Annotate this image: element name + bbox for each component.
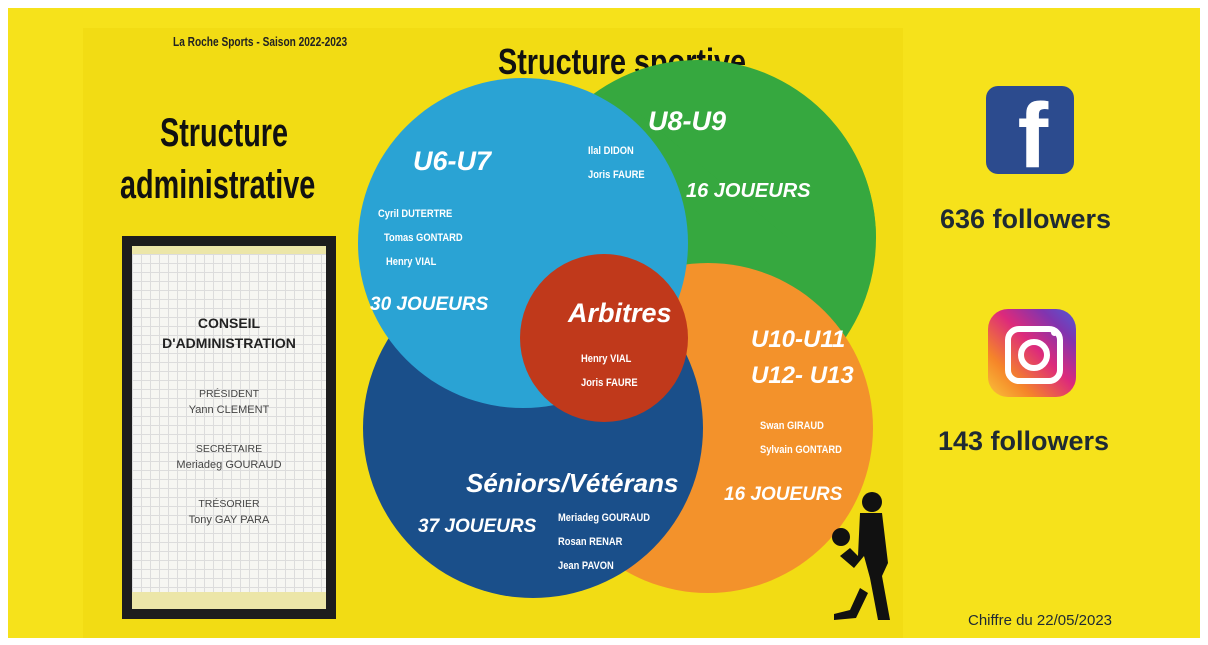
u10-u13-label-line2: U12- U13 <box>751 362 854 389</box>
season-subtitle: La Roche Sports - Saison 2022-2023 <box>173 34 348 49</box>
u6-u7-players: 30 JOUEURS <box>370 294 489 315</box>
admin-structure-title-line2: administrative <box>120 163 316 207</box>
sport-structure-diagram <box>358 60 890 620</box>
seniors-coach: Meriadeg GOURAUD <box>558 512 650 524</box>
facebook-icon[interactable] <box>986 86 1074 174</box>
u8-u9-players: 16 JOUEURS <box>686 180 811 202</box>
instagram-lens <box>1018 339 1050 371</box>
u8-u9-coach: Ilal DIDON <box>588 145 634 157</box>
u10-u13-players: 16 JOUEURS <box>724 484 843 505</box>
board-heading-line1: CONSEIL <box>197 315 261 331</box>
arbitres-member: Joris FAURE <box>581 377 638 389</box>
u8-u9-label: U8-U9 <box>648 106 727 136</box>
arbitres-member: Henry VIAL <box>581 353 632 365</box>
board-role-title: TRÉSORIER <box>198 498 260 510</box>
u8-u9-coach: Joris FAURE <box>588 169 645 181</box>
board-role-name: Tony GAY PARA <box>188 514 270 526</box>
seniors-players: 37 JOUEURS <box>418 516 537 537</box>
facebook-followers: 636 followers <box>940 204 1112 234</box>
seniors-label: Séniors/Vétérans <box>466 468 679 498</box>
board-role-title: SECRÉTAIRE <box>195 443 263 455</box>
figures-date: Chiffre du 22/05/2023 <box>968 612 1113 629</box>
u10-u13-label-line1: U10-U11 <box>751 326 846 353</box>
instagram-followers: 143 followers <box>938 426 1110 456</box>
admin-structure-title-line1: Structure <box>160 111 289 155</box>
seniors-coach: Jean PAVON <box>558 560 614 572</box>
u8-u9-circle-overlap <box>606 60 876 238</box>
board-role-name: Yann CLEMENT <box>188 404 270 416</box>
instagram-flash-dot <box>1051 329 1058 336</box>
instagram-camera-outline <box>1005 326 1063 384</box>
seniors-coach: Rosan RENAR <box>558 536 623 548</box>
board-role-title: PRÉSIDENT <box>198 388 260 400</box>
board-heading-line2: D'ADMINISTRATION <box>162 335 296 351</box>
u6-u7-coach: Henry VIAL <box>386 256 437 268</box>
facebook-f-glyph: f <box>1017 86 1049 174</box>
infographic-canvas: La Roche Sports - Saison 2022-2023 Struc… <box>8 8 1200 638</box>
u6-u7-label: U6-U7 <box>413 146 492 176</box>
board-role-name: Meriadeg GOURAUD <box>176 459 282 471</box>
u6-u7-coach: Cyril DUTERTRE <box>378 208 453 220</box>
u6-u7-coach: Tomas GONTARD <box>384 232 463 244</box>
arbitres-circle <box>520 254 688 422</box>
u10-u13-coach: Swan GIRAUD <box>760 420 824 432</box>
u10-u13-coach: Sylvain GONTARD <box>760 444 842 456</box>
board-paper <box>132 254 326 592</box>
football-player-silhouette <box>832 492 890 620</box>
arbitres-label: Arbitres <box>568 298 672 328</box>
